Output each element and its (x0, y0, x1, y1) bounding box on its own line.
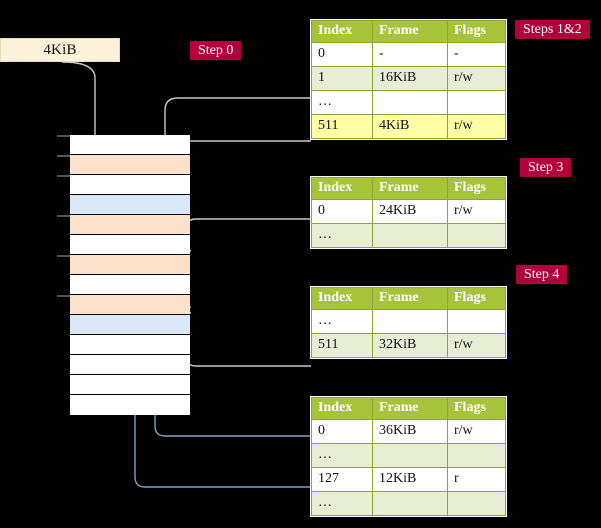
cell-flags: r/w (447, 419, 506, 444)
memory-frame-row (70, 335, 190, 355)
memory-frame-row (70, 235, 190, 255)
cell-index: … (311, 90, 373, 115)
memory-frame-row (70, 395, 190, 415)
table-row: … (311, 491, 506, 516)
memory-frame-row (70, 295, 190, 315)
cell-flags (447, 491, 506, 516)
cell-index: 127 (311, 467, 373, 492)
cell-frame (372, 443, 448, 468)
cell-frame: 36KiB (372, 419, 448, 444)
column-header-frame: Frame (372, 177, 448, 200)
cell-flags: r/w (447, 66, 506, 91)
step-badge-step-4: Step 4 (516, 265, 568, 284)
table-row: … (311, 90, 506, 115)
table-row: … (311, 223, 506, 248)
memory-tick-mark (57, 255, 70, 257)
memory-tick-mark (57, 155, 70, 157)
memory-frame-row (70, 255, 190, 275)
step-badge-step-3: Step 3 (520, 158, 572, 177)
step-badge-step-0: Step 0 (190, 41, 242, 60)
column-header-frame: Frame (372, 20, 448, 43)
cell-frame (372, 309, 448, 334)
cell-frame (372, 223, 448, 248)
memory-frame-row (70, 175, 190, 195)
column-header-frame: Frame (372, 397, 448, 420)
table-header-row: Index Frame Flags (311, 287, 506, 310)
column-header-frame: Frame (372, 287, 448, 310)
memory-frame-row (70, 315, 190, 335)
cell-index: … (311, 443, 373, 468)
cell-index: 0 (311, 199, 373, 224)
column-header-flags: Flags (447, 20, 506, 43)
memory-frame-row (70, 135, 190, 155)
cell-frame: 12KiB (372, 467, 448, 492)
table-header-row: Index Frame Flags (311, 397, 506, 420)
table-row: 0-- (311, 42, 506, 67)
cell-index: 511 (311, 114, 373, 139)
cell-index: … (311, 223, 373, 248)
cell-index: 0 (311, 42, 373, 67)
cell-flags (447, 90, 506, 115)
memory-tick-mark (57, 175, 70, 177)
cell-index: 1 (311, 66, 373, 91)
cell-flags: r/w (447, 114, 506, 139)
table-row: … (311, 309, 506, 334)
memory-frame-row (70, 195, 190, 215)
cell-frame: 32KiB (372, 333, 448, 358)
cell-index: 0 (311, 419, 373, 444)
cell-frame (372, 491, 448, 516)
column-header-index: Index (311, 397, 373, 420)
cell-index: 511 (311, 333, 373, 358)
memory-frame-row (70, 155, 190, 175)
cell-index: … (311, 309, 373, 334)
table-header-row: Index Frame Flags (311, 177, 506, 200)
memory-frame-row (70, 215, 190, 235)
column-header-index: Index (311, 20, 373, 43)
cell-frame: 4KiB (372, 114, 448, 139)
memory-frame-row (70, 375, 190, 395)
cell-frame (372, 90, 448, 115)
cell-flags (447, 443, 506, 468)
cell-flags: r (447, 467, 506, 492)
column-header-flags: Flags (447, 287, 506, 310)
memory-frame-row (70, 355, 190, 375)
step-badge-steps-1-2: Steps 1&2 (515, 20, 590, 39)
cell-flags: r/w (447, 199, 506, 224)
table-row: … (311, 443, 506, 468)
cell-frame: - (372, 42, 448, 67)
cell-frame: 24KiB (372, 199, 448, 224)
memory-frame-row (70, 275, 190, 295)
column-header-flags: Flags (447, 177, 506, 200)
cell-flags: r/w (447, 333, 506, 358)
memory-tick-mark (57, 135, 70, 137)
cell-flags (447, 223, 506, 248)
table-header-row: Index Frame Flags (311, 20, 506, 43)
column-header-index: Index (311, 177, 373, 200)
memory-tick-mark (57, 295, 70, 297)
cell-flags: - (447, 42, 506, 67)
cell-frame: 16KiB (372, 66, 448, 91)
column-header-index: Index (311, 287, 373, 310)
column-header-flags: Flags (447, 397, 506, 420)
cell-index: … (311, 491, 373, 516)
source-frame-box: 4KiB (0, 38, 120, 62)
memory-tick-mark (57, 215, 70, 217)
cell-flags (447, 309, 506, 334)
